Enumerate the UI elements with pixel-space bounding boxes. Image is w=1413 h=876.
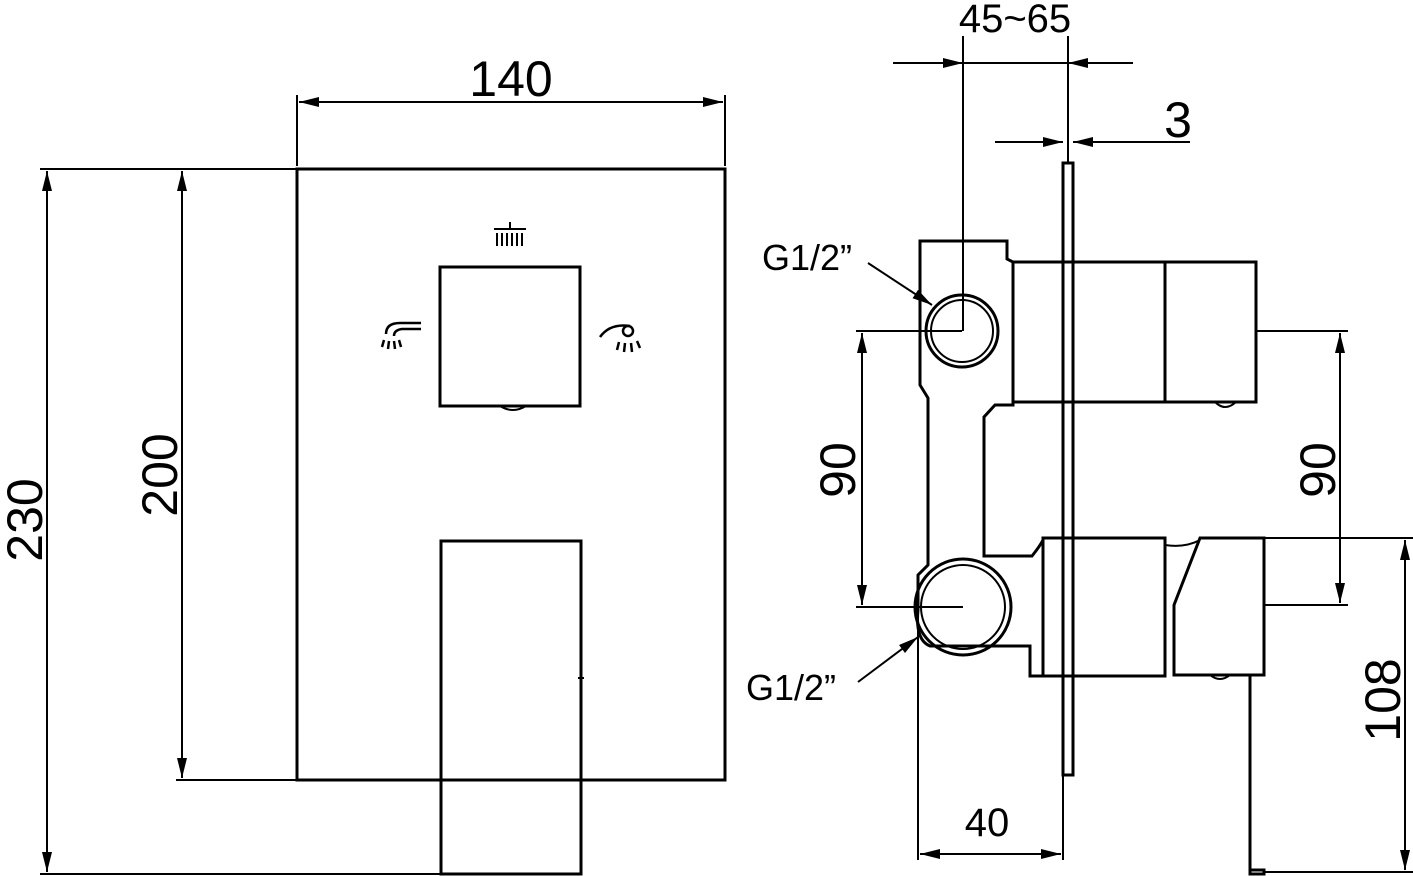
bottom-port-label: G1/2” [746, 667, 836, 708]
hand-shower-icon [380, 321, 421, 350]
front-view: 140 230 200 [0, 51, 727, 876]
top-port-label: G1/2” [762, 237, 852, 278]
width-label: 140 [469, 51, 552, 107]
outer-height-label: 230 [0, 478, 53, 561]
lever-handle [439, 539, 583, 876]
head-shower-icon [598, 324, 642, 353]
right-spacing-label: 90 [1290, 442, 1346, 498]
diverter-knob [438, 265, 582, 408]
diverter-knob-side [1165, 260, 1258, 404]
knob-notch [499, 405, 527, 411]
wall-plate [1061, 161, 1075, 777]
left-spacing-label: 90 [810, 442, 866, 498]
cover-plate [295, 167, 727, 782]
top-port-leader [867, 262, 933, 306]
handle-height-label: 108 [1355, 658, 1411, 741]
rain-shower-icon [494, 222, 526, 246]
plate-thickness-label: 3 [1164, 92, 1192, 148]
plate-height-label: 200 [132, 433, 188, 516]
side-view: 45~65 3 G1/2” G1/2” 90 90 40 108 [746, 0, 1413, 876]
lever-side [1172, 536, 1266, 876]
diverter-cartridge [1011, 260, 1167, 404]
depth-range-label: 45~65 [959, 0, 1071, 41]
body-depth-label: 40 [965, 801, 1010, 845]
bottom-port-leader [857, 636, 919, 683]
mixer-cartridge [1041, 536, 1167, 678]
